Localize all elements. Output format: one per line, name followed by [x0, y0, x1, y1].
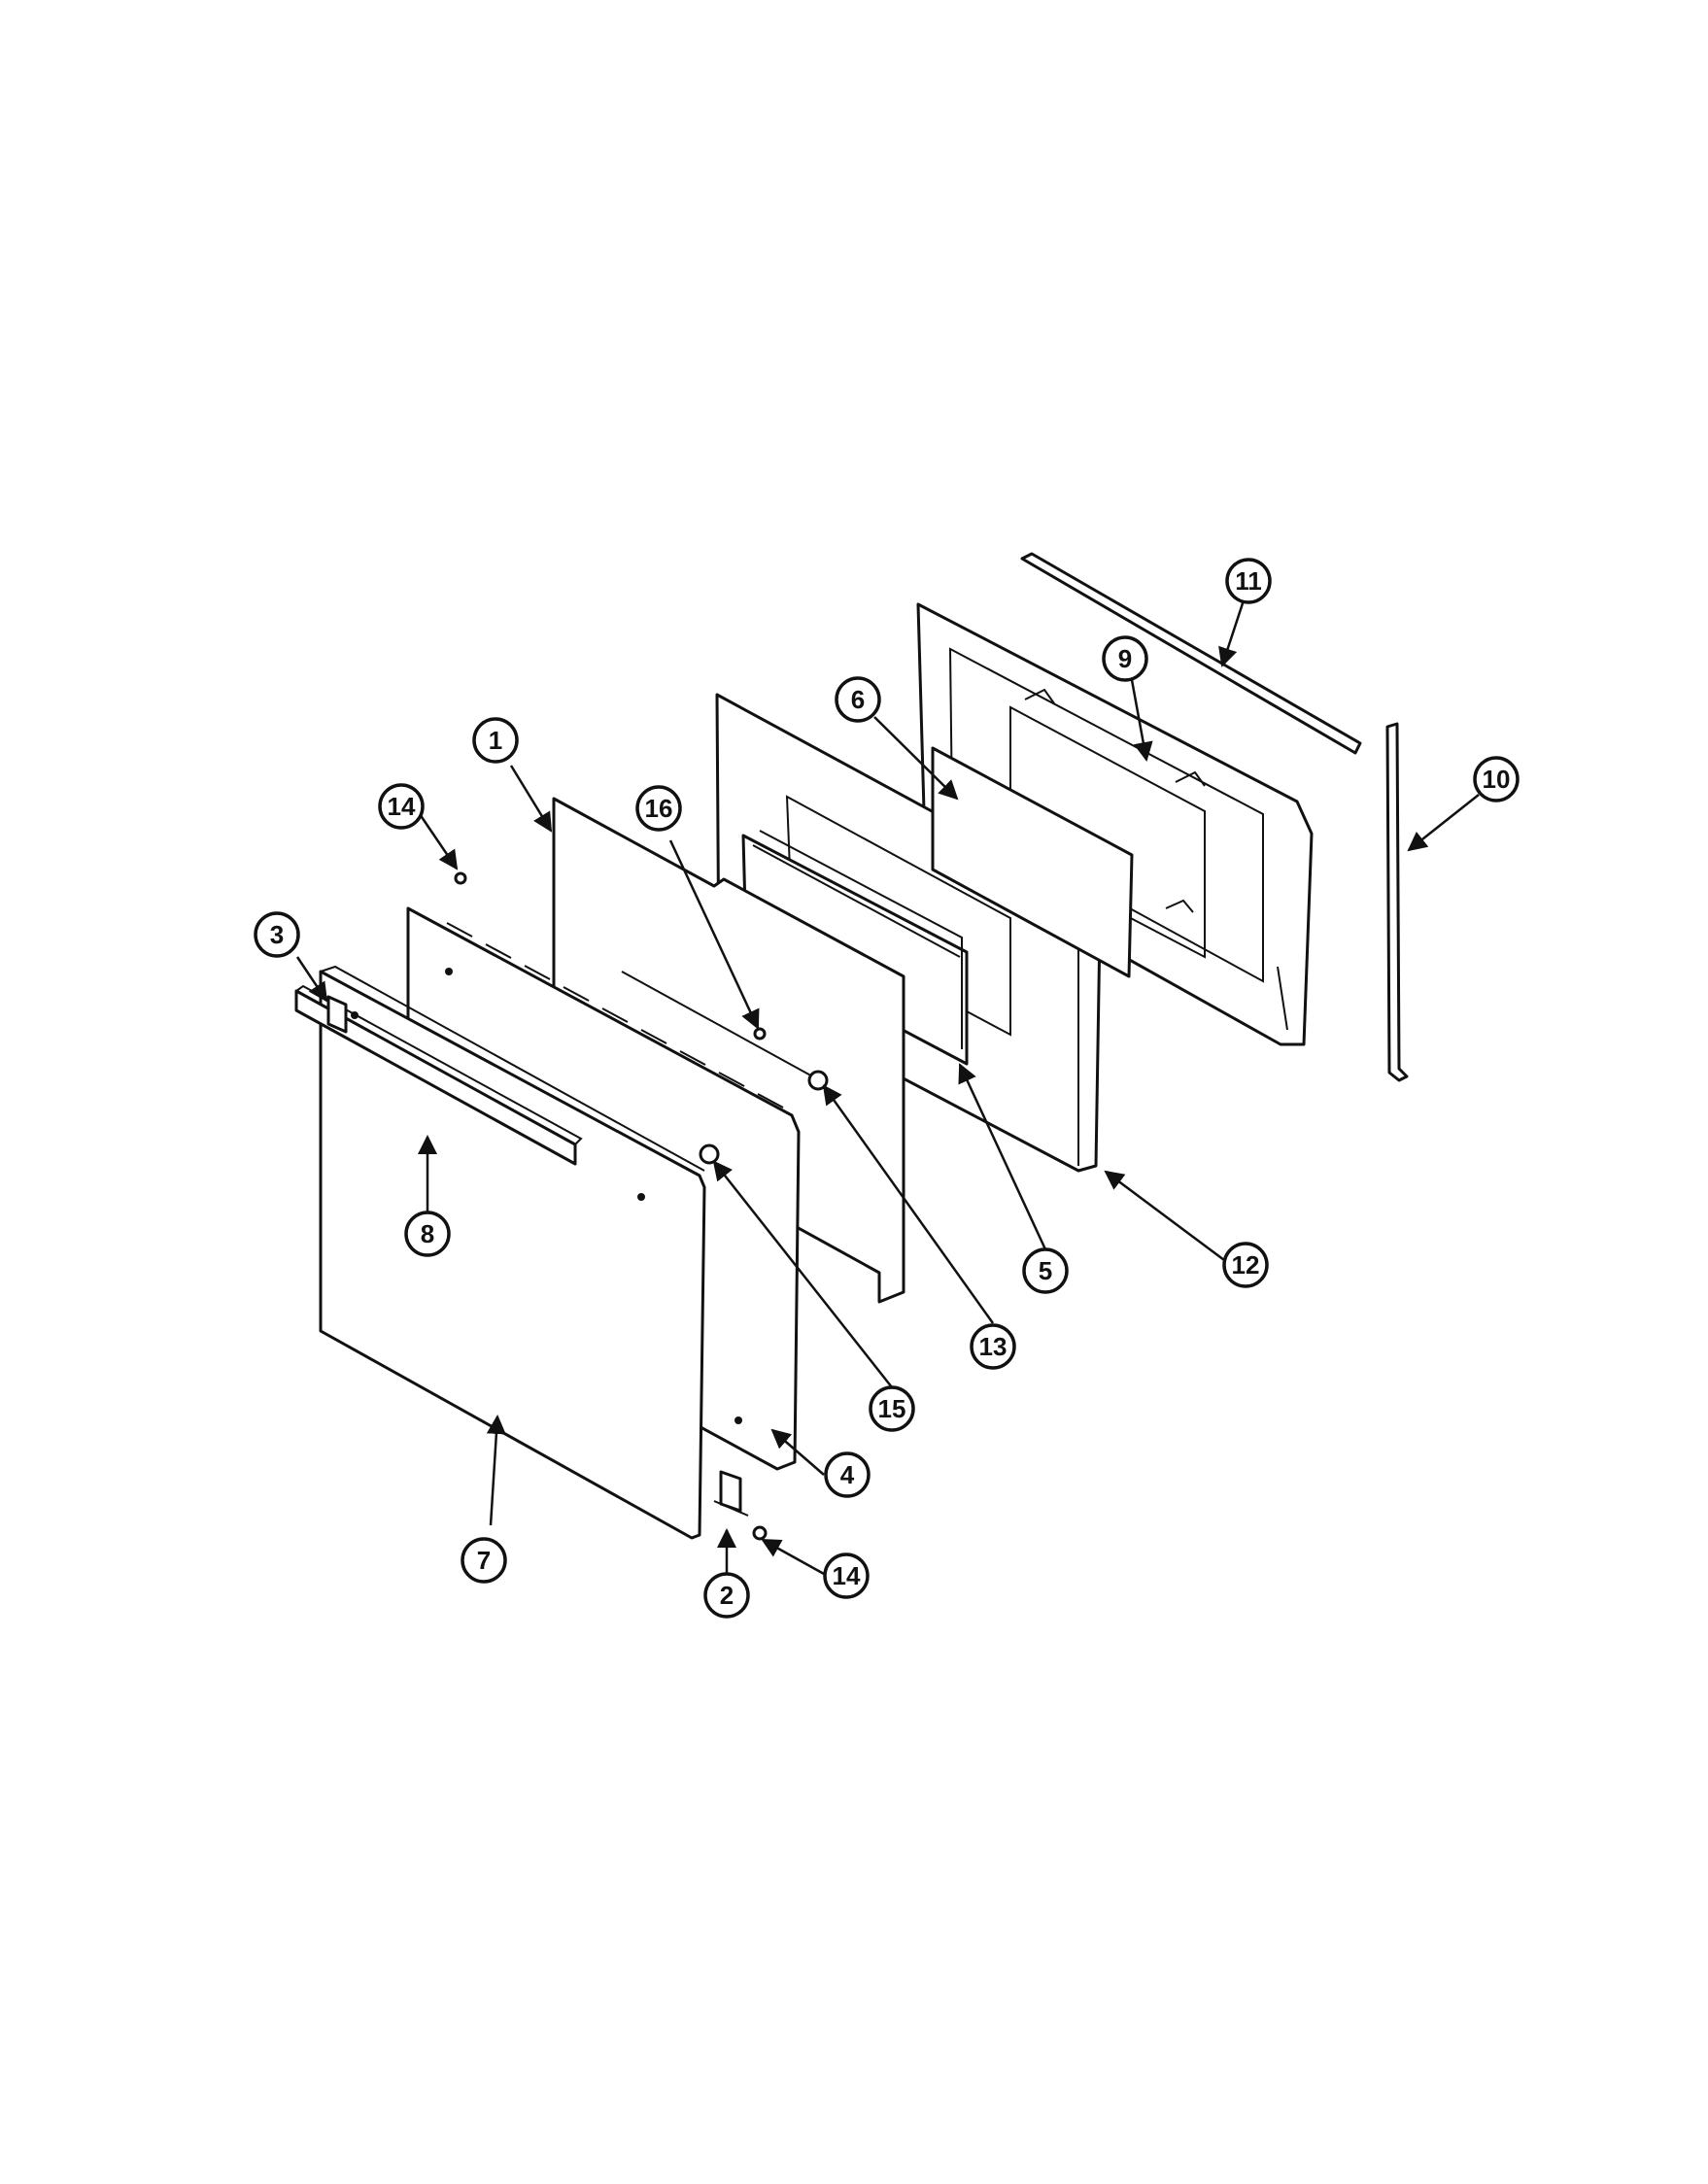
- callout-9: 9: [1102, 635, 1148, 682]
- callout-11: 11: [1225, 558, 1272, 604]
- window-glass: [931, 746, 1134, 978]
- callout-5-label: 5: [1039, 1256, 1052, 1285]
- bumper-13: [807, 1070, 829, 1091]
- top-channel-trim: [1020, 552, 1362, 755]
- callout-1: 1: [472, 717, 519, 764]
- callout-15: 15: [869, 1385, 915, 1432]
- callout-5: 5: [1022, 1247, 1069, 1294]
- hinge-bottom: [713, 1470, 749, 1517]
- callout-10-label: 10: [1483, 765, 1511, 794]
- callout-14-top: 14: [378, 783, 425, 830]
- callout-8: 8: [404, 1211, 451, 1257]
- washer-15: [699, 1143, 720, 1165]
- callout-4: 4: [824, 1451, 871, 1498]
- vent-slots: [446, 922, 784, 1109]
- callout-4-label: 4: [840, 1460, 855, 1489]
- callout-2: 2: [703, 1572, 750, 1619]
- callout-12: 12: [1222, 1242, 1269, 1288]
- callout-2-label: 2: [720, 1581, 734, 1610]
- callout-9-label: 9: [1118, 644, 1132, 673]
- callout-8-label: 8: [421, 1219, 434, 1248]
- callout-14-bottom: 14: [823, 1553, 870, 1599]
- callout-13: 13: [970, 1323, 1016, 1370]
- callout-3-label: 3: [270, 920, 284, 949]
- callout-12-label: 12: [1232, 1250, 1260, 1280]
- callout-14-top-label: 14: [388, 792, 416, 821]
- callout-7-label: 7: [477, 1546, 491, 1575]
- callout-16: 16: [635, 785, 682, 832]
- door-handle: [294, 984, 583, 1166]
- callout-1-label: 1: [489, 726, 502, 755]
- leader-lines: [295, 599, 1480, 1576]
- screw-14-bottom: [752, 1525, 768, 1541]
- callout-15-label: 15: [878, 1394, 906, 1423]
- callout-6: 6: [835, 676, 881, 723]
- callout-14-bottom-label: 14: [833, 1561, 861, 1590]
- hinge-top: [326, 995, 348, 1034]
- side-channel-trim: [1385, 722, 1409, 1082]
- callout-11-label: 11: [1235, 566, 1262, 596]
- screw-14-top: [454, 871, 467, 885]
- callout-7: 7: [461, 1537, 507, 1584]
- callout-13-label: 13: [979, 1332, 1008, 1361]
- callout-10: 10: [1473, 756, 1520, 802]
- callout-3: 3: [254, 911, 300, 958]
- callout-6-label: 6: [851, 685, 865, 714]
- outer-door-panel: [319, 965, 706, 1540]
- clip-16: [753, 1027, 767, 1041]
- callout-16-label: 16: [645, 794, 673, 823]
